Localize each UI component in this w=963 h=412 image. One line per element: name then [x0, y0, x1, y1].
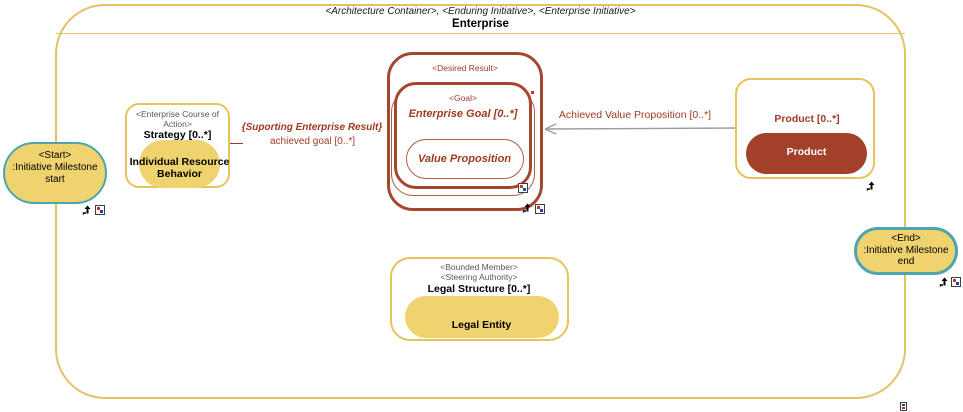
navigate-up-icon	[866, 181, 875, 191]
navigate-up-icon	[522, 203, 531, 213]
supporting-constraint-label: {Suporting Enterprise Result}	[241, 122, 383, 133]
start-stereotype: <Start>	[38, 150, 72, 161]
page-indicator-icon	[900, 402, 907, 411]
goal-stereotype: <Goal>	[449, 93, 477, 103]
value-proposition-label: Value Proposition	[417, 153, 512, 165]
enterprise-stereotypes: <Architecture Container>, <Enduring Init…	[325, 6, 636, 17]
end-suffix: end	[897, 256, 915, 267]
end-stereotype: <End>	[891, 233, 921, 244]
strategy-instance-shape[interactable]	[139, 140, 220, 188]
composite-diagram-icon	[518, 183, 528, 193]
supporting-role-label: achieved goal [0..*]	[269, 136, 356, 147]
legal-instance-label: Legal Entity	[451, 319, 512, 331]
achieved-vp-connector[interactable]	[543, 120, 739, 138]
goal-name: Enterprise Goal [0..*]	[408, 108, 518, 120]
supporting-connector[interactable]	[230, 143, 243, 144]
legal-name: Legal Structure [0..*]	[427, 283, 531, 295]
start-suffix: start	[45, 174, 65, 185]
navigate-up-icon	[82, 205, 91, 215]
product-node[interactable]: Product [0..*] Product	[735, 78, 875, 179]
value-proposition-shape[interactable]: Value Proposition	[406, 139, 524, 179]
legal-instance-shape[interactable]	[405, 296, 559, 338]
validation-marker	[531, 91, 534, 94]
navigate-up-icon	[939, 277, 948, 287]
composite-diagram-icon	[535, 204, 545, 214]
start-milestone-node[interactable]: <Start> :Initiative Milestone start	[3, 142, 107, 204]
strategy-stereotype-line1: <Enterprise Course of	[136, 109, 219, 119]
goal-node[interactable]: <Goal> Enterprise Goal [0..*] Value Prop…	[394, 82, 532, 189]
end-milestone-node[interactable]: <End> :Initiative Milestone end	[854, 227, 958, 275]
desired-result-stereotype: <Desired Result>	[432, 63, 498, 73]
strategy-instance-label: Individual Resource Behavior	[129, 156, 230, 180]
strategy-name: Strategy [0..*]	[143, 129, 212, 141]
strategy-node[interactable]: <Enterprise Course of Action> Strategy […	[125, 103, 230, 188]
product-instance-shape[interactable]: Product	[746, 133, 867, 174]
enterprise-title: Enterprise	[452, 18, 509, 30]
strategy-stereotype-line2: Action>	[163, 119, 192, 129]
product-instance-label: Product	[786, 146, 827, 158]
composite-diagram-icon	[95, 205, 105, 215]
enterprise-header-separator	[56, 33, 905, 34]
composite-diagram-icon	[951, 277, 961, 287]
product-name: Product [0..*]	[774, 113, 840, 125]
legal-stereotype-line1: <Bounded Member>	[440, 262, 518, 272]
legal-structure-node[interactable]: <Bounded Member> <Steering Authority> Le…	[390, 257, 569, 341]
start-name: :Initiative Milestone	[12, 162, 98, 173]
legal-stereotype-line2: <Steering Authority>	[440, 272, 518, 282]
end-name: :Initiative Milestone	[863, 244, 949, 256]
achieved-vp-label: Achieved Value Proposition [0..*]	[558, 109, 712, 121]
